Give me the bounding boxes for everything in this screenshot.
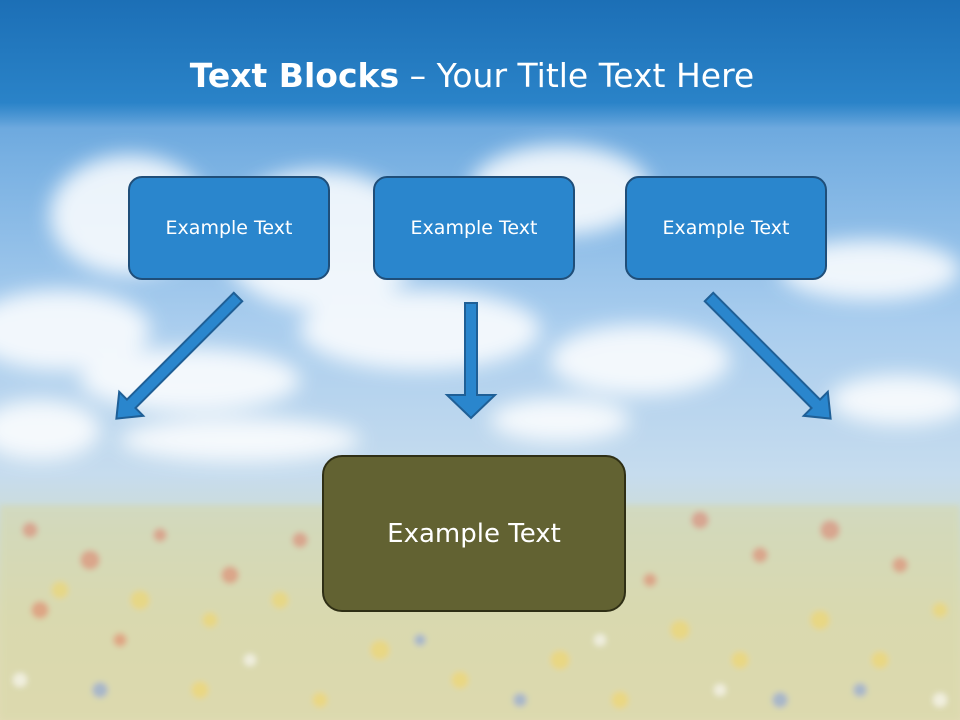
title-bold-part: Text Blocks (189, 56, 400, 95)
text-block-center-label: Example Text (410, 217, 538, 239)
text-block-right[interactable]: Example Text (625, 176, 827, 280)
title-rest: Your Title Text Here (436, 56, 755, 95)
title-band (0, 0, 960, 128)
text-block-center[interactable]: Example Text (373, 176, 575, 280)
text-block-bottom[interactable]: Example Text (322, 455, 626, 612)
page-title: Text Blocks – Your Title Text Here (0, 54, 944, 98)
text-block-right-label: Example Text (662, 217, 790, 239)
title-dash: – (399, 56, 437, 95)
text-block-left[interactable]: Example Text (128, 176, 330, 280)
text-block-bottom-label: Example Text (387, 518, 561, 549)
text-block-left-label: Example Text (165, 217, 293, 239)
